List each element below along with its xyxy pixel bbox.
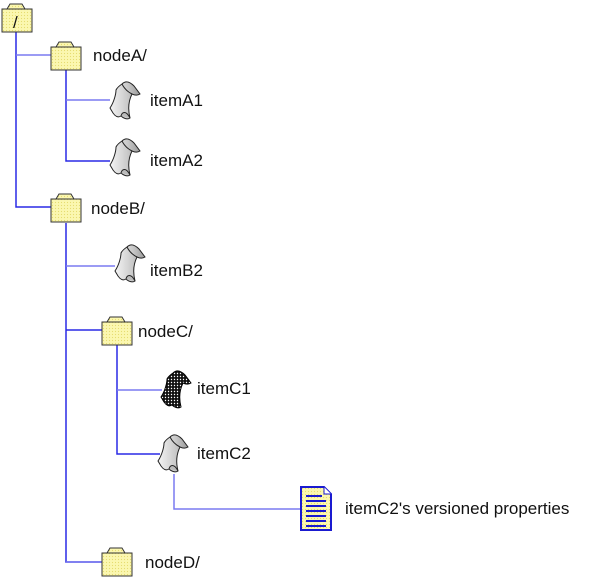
tree-node-itemC2[interactable]: itemC2 xyxy=(157,434,251,473)
connector-itemC2-props xyxy=(173,474,300,510)
tree-node-itemB2[interactable]: itemB2 xyxy=(114,244,203,283)
node-label: / xyxy=(13,13,18,32)
connector-root-vertical xyxy=(15,32,51,208)
connector-nodeC-vertical xyxy=(116,345,160,455)
folder-icon xyxy=(50,41,82,71)
node-label: itemC2's versioned properties xyxy=(345,499,569,518)
connector-nodeB-vertical xyxy=(65,223,102,563)
node-label: nodeD/ xyxy=(145,553,200,572)
scroll-file-dark-icon xyxy=(160,370,192,409)
node-label: itemC2 xyxy=(197,444,251,463)
folder-icon xyxy=(101,547,133,577)
tree-node-itemA2[interactable]: itemA2 xyxy=(109,138,203,177)
node-label: nodeA/ xyxy=(93,46,147,65)
folder-icon xyxy=(50,193,82,223)
tree-node-itemC1[interactable]: itemC1 xyxy=(160,370,251,409)
tree-node-nodeD[interactable]: nodeD/ xyxy=(101,547,200,577)
node-label: nodeB/ xyxy=(91,199,145,218)
scroll-file-icon xyxy=(157,434,189,473)
tree-node-nodeA[interactable]: nodeA/ xyxy=(50,41,147,71)
connector-nodeA-vertical xyxy=(65,70,110,162)
connectors xyxy=(15,32,300,563)
node-label: itemA1 xyxy=(150,91,203,110)
node-label: itemB2 xyxy=(150,261,203,280)
node-label: itemA2 xyxy=(150,151,203,170)
scroll-file-icon xyxy=(109,81,141,120)
tree-node-versioned-properties[interactable]: itemC2's versioned properties xyxy=(300,486,569,531)
tree-node-itemA1[interactable]: itemA1 xyxy=(109,81,203,120)
scroll-file-icon xyxy=(109,138,141,177)
document-icon xyxy=(300,486,332,531)
tree-node-root[interactable]: / xyxy=(1,3,33,33)
tree-node-nodeB[interactable]: nodeB/ xyxy=(50,193,145,223)
node-label: itemC1 xyxy=(197,379,251,398)
tree-node-nodeC[interactable]: nodeC/ xyxy=(101,316,193,346)
scroll-file-icon xyxy=(114,244,146,283)
folder-icon xyxy=(101,316,133,346)
node-label: nodeC/ xyxy=(138,322,193,341)
